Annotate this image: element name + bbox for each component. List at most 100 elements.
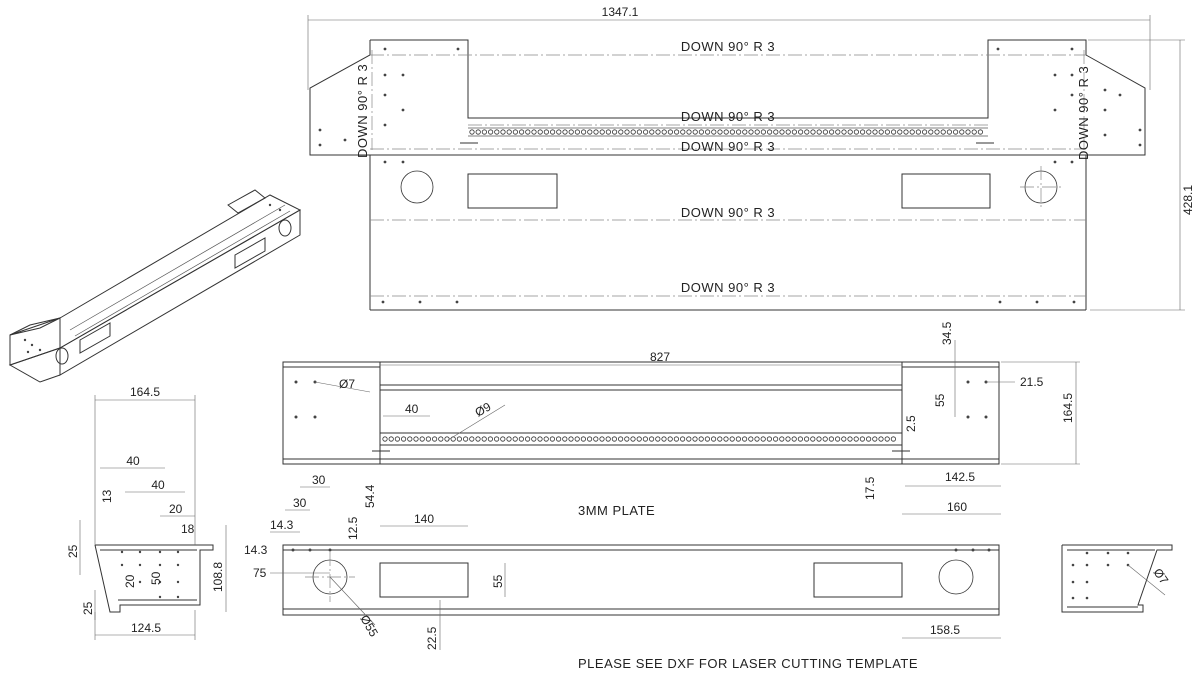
slot-hole [617, 436, 624, 442]
bend-label-right: DOWN 90° R 3 [1076, 66, 1091, 160]
dim-top-40: 40 [405, 402, 419, 416]
slot-hole [692, 129, 698, 135]
slot-hole [605, 129, 612, 135]
dim-front-dia55: Ø55 [357, 613, 381, 640]
slot-hole [580, 436, 587, 442]
slot-hole [456, 436, 462, 442]
slot-hole [518, 436, 525, 442]
top-view: 827 Ø7 Ø9 40 34.5 21.5 55 164.5 2.5 142.… [282, 321, 1080, 515]
dim-side-124-5: 124.5 [131, 621, 161, 635]
end-view: Ø7 [1061, 544, 1173, 613]
dim-front-14-3a: 14.3 [270, 518, 294, 532]
slot-hole [500, 129, 506, 135]
slot-hole [667, 129, 674, 135]
slot-hole [804, 129, 810, 135]
slot-hole [512, 129, 519, 135]
slot-hole [599, 436, 605, 442]
dim-side-164-5: 164.5 [130, 385, 160, 399]
slot-hole [847, 129, 853, 135]
slot-hole [655, 129, 661, 135]
bend-label-3: DOWN 90° R 3 [681, 139, 775, 154]
dim-top-160: 160 [947, 500, 967, 514]
slot-hole [419, 436, 425, 442]
note-laser: PLEASE SEE DXF FOR LASER CUTTING TEMPLAT… [578, 656, 918, 671]
dim-side-18: 18 [181, 522, 195, 536]
slot-hole [828, 436, 835, 442]
slot-hole [872, 129, 878, 135]
slot-hole [711, 129, 717, 135]
slot-hole [822, 129, 829, 135]
slot-hole [884, 129, 891, 135]
dim-front-140: 140 [414, 512, 434, 526]
slot-hole [462, 436, 469, 442]
dim-top-hole7: Ø7 [339, 377, 355, 391]
dim-side-40b: 40 [151, 478, 165, 492]
slot-hole [897, 129, 903, 135]
bend-label-2: DOWN 90° R 3 [681, 109, 775, 124]
slot-hole [686, 436, 692, 442]
slot-hole [475, 129, 481, 135]
slot-hole [965, 129, 971, 135]
slot-hole [549, 436, 556, 442]
slot-hole [797, 129, 804, 135]
slot-hole [438, 436, 444, 442]
slot-hole [779, 129, 785, 135]
slot-hole [494, 129, 500, 135]
slot-hole [537, 436, 543, 442]
slot-hole [512, 436, 518, 442]
slot-hole [723, 129, 729, 135]
slot-hole [915, 129, 922, 135]
slot-hole [878, 129, 884, 135]
dim-front-55: 55 [491, 574, 505, 588]
slot-hole [791, 129, 798, 135]
dim-top-length: 827 [650, 350, 670, 364]
slot-hole [680, 129, 686, 135]
front-view: 30 30 14.3 54.4 12.5 140 14.3 75 55 Ø55 … [244, 473, 1001, 650]
bend-label-4: DOWN 90° R 3 [681, 205, 775, 220]
slot-hole [729, 129, 736, 135]
slot-hole [555, 436, 562, 442]
slot-hole [580, 129, 587, 135]
slot-hole [735, 436, 742, 442]
slot-hole [661, 436, 667, 442]
slot-hole [766, 436, 773, 442]
slot-hole [413, 436, 419, 442]
slot-hole [946, 129, 953, 135]
slot-hole [679, 436, 686, 442]
dim-side-108-8: 108.8 [211, 562, 225, 592]
slot-hole [909, 129, 915, 135]
slot-hole [537, 129, 543, 135]
side-view: 164.5 40 40 13 20 18 25 20 50 108.8 25 1… [66, 385, 227, 640]
slot-hole [506, 129, 512, 135]
bend-label-left: DOWN 90° R 3 [355, 64, 370, 158]
slot-hole [766, 129, 773, 135]
slot-hole [493, 436, 500, 442]
bend-label-1: DOWN 90° R 3 [681, 39, 775, 54]
slot-hole [686, 129, 692, 135]
slot-hole [748, 129, 754, 135]
slot-hole [754, 129, 760, 135]
slot-hole [531, 436, 537, 442]
slot-hole [729, 436, 735, 442]
dim-top-34-5: 34.5 [940, 321, 954, 345]
slot-hole [425, 436, 431, 442]
slot-hole [735, 129, 742, 135]
slot-hole [481, 129, 487, 135]
dim-side-20a: 20 [169, 502, 183, 516]
slot-hole [772, 436, 779, 442]
slot-hole [549, 129, 556, 135]
slot-hole [587, 129, 593, 135]
slot-hole [816, 436, 822, 442]
slot-hole [859, 129, 866, 135]
slot-hole [624, 436, 630, 442]
slot-hole [959, 129, 965, 135]
slot-hole [475, 436, 481, 442]
slot-hole [797, 436, 804, 442]
slot-hole [834, 436, 841, 442]
dim-side-25a: 25 [66, 544, 80, 558]
slot-hole [525, 129, 531, 135]
slot-hole [841, 129, 847, 135]
slot-hole [785, 129, 791, 135]
slot-hole [667, 436, 673, 442]
